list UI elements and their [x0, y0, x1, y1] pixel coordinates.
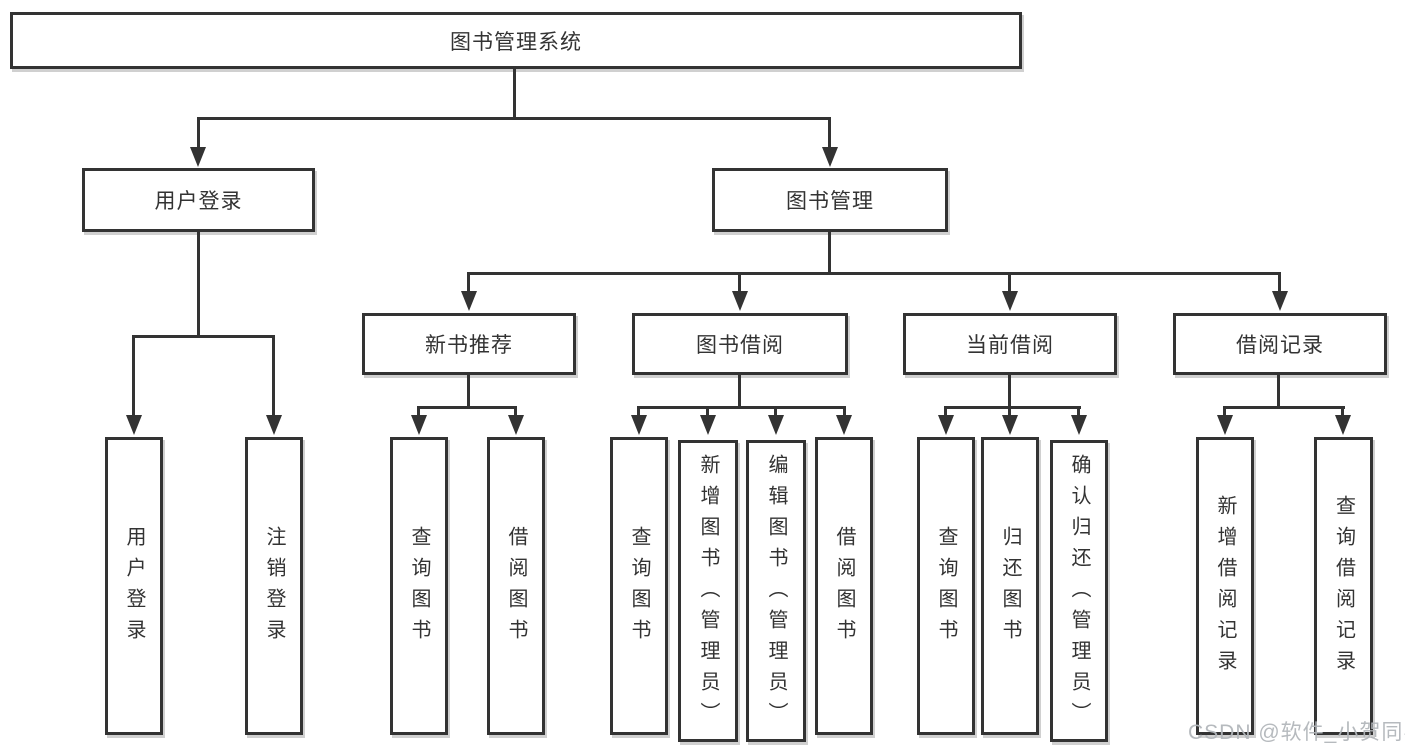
node-leaf-borrowing-borrow-books-label: 借阅图书 [833, 526, 855, 650]
node-leaf-edit-book-admin-label: 编辑图书（管理员） [765, 453, 787, 733]
arrowhead-icon [1217, 415, 1233, 435]
arrowhead-icon [461, 291, 477, 311]
node-leaf-confirm-return-admin-label: 确认归还（管理员） [1068, 453, 1090, 733]
edge-line [197, 117, 200, 151]
edge-line [132, 335, 135, 419]
node-leaf-user-login-label: 用户登录 [123, 526, 145, 650]
edge-line [706, 406, 709, 420]
edge-line [1008, 375, 1011, 406]
node-root: 图书管理系统 [10, 12, 1022, 69]
edge-line [1008, 272, 1011, 296]
arrowhead-icon [126, 415, 142, 435]
edge-line [1223, 406, 1226, 420]
edge-line [513, 68, 516, 118]
node-leaf-add-borrow-record-label: 新增借阅记录 [1214, 495, 1236, 681]
node-book-borrowing-label: 图书借阅 [696, 334, 784, 357]
edge-line [197, 117, 831, 120]
edge-line [467, 272, 470, 296]
csdn-watermark: CSDN @软件_小贺同学 [1188, 721, 1405, 744]
node-leaf-borrowing-query-books-label: 查询图书 [628, 526, 650, 650]
node-current-borrowing: 当前借阅 [903, 313, 1117, 375]
node-leaf-edit-book-admin: 编辑图书（管理员） [746, 440, 806, 742]
edge-line [272, 335, 275, 419]
node-book-borrowing: 图书借阅 [632, 313, 848, 375]
edge-line [637, 406, 846, 409]
edge-line [467, 375, 470, 406]
edge-line [417, 406, 517, 409]
arrowhead-icon [266, 415, 282, 435]
node-new-book-recommend-label: 新书推荐 [425, 334, 513, 357]
arrowhead-icon [1272, 291, 1288, 311]
node-leaf-borrowing-borrow-books: 借阅图书 [815, 437, 873, 735]
edge-line [738, 272, 741, 296]
arrowhead-icon [1071, 415, 1087, 435]
node-book-management-label: 图书管理 [786, 190, 874, 213]
edge-line [1008, 406, 1011, 420]
edge-line [738, 375, 741, 406]
arrowhead-icon [768, 415, 784, 435]
edge-line [637, 406, 640, 420]
node-book-management: 图书管理 [712, 168, 948, 232]
edge-line [514, 406, 517, 420]
node-leaf-newbook-borrow-books: 借阅图书 [487, 437, 545, 735]
edge-line [1341, 406, 1344, 420]
node-root-label: 图书管理系统 [450, 30, 582, 54]
edge-line [828, 232, 831, 272]
node-leaf-return-books: 归还图书 [981, 437, 1039, 735]
edge-line [828, 117, 831, 151]
edge-line [774, 406, 777, 420]
node-leaf-confirm-return-admin: 确认归还（管理员） [1050, 440, 1108, 742]
node-leaf-borrowing-query-books: 查询图书 [610, 437, 668, 735]
arrowhead-icon [938, 415, 954, 435]
arrowhead-icon [836, 415, 852, 435]
node-borrow-records-label: 借阅记录 [1236, 334, 1324, 357]
edge-line [1278, 272, 1281, 296]
edge-line [417, 406, 420, 420]
edge-line [1077, 406, 1080, 420]
node-new-book-recommend: 新书推荐 [362, 313, 576, 375]
edge-line [1277, 375, 1280, 406]
node-leaf-newbook-borrow-books-label: 借阅图书 [505, 526, 527, 650]
node-user-login-label: 用户登录 [154, 190, 243, 213]
arrowhead-icon [732, 291, 748, 311]
edge-line [132, 335, 274, 338]
arrowhead-icon [1002, 415, 1018, 435]
node-leaf-add-borrow-record: 新增借阅记录 [1196, 437, 1254, 735]
edge-line [944, 406, 1081, 409]
node-user-login: 用户登录 [82, 168, 315, 232]
node-leaf-newbook-query-books-label: 查询图书 [408, 526, 430, 650]
node-leaf-add-book-admin-label: 新增图书（管理员） [697, 453, 719, 733]
arrowhead-icon [411, 415, 427, 435]
arrowhead-icon [822, 147, 838, 167]
arrowhead-icon [1002, 291, 1018, 311]
node-borrow-records: 借阅记录 [1173, 313, 1387, 375]
edge-line [944, 406, 947, 420]
arrowhead-icon [508, 415, 524, 435]
node-leaf-newbook-query-books: 查询图书 [390, 437, 448, 735]
node-leaf-add-book-admin: 新增图书（管理员） [678, 440, 738, 742]
node-leaf-logout: 注销登录 [245, 437, 303, 735]
edge-line [197, 232, 200, 335]
edge-line [1223, 406, 1345, 409]
edge-line [843, 406, 846, 420]
node-leaf-current-query-books-label: 查询图书 [935, 526, 957, 650]
node-leaf-current-query-books: 查询图书 [917, 437, 975, 735]
node-leaf-user-login: 用户登录 [105, 437, 163, 735]
node-leaf-return-books-label: 归还图书 [999, 526, 1021, 650]
arrowhead-icon [190, 147, 206, 167]
node-current-borrowing-label: 当前借阅 [966, 334, 1054, 357]
edge-line [467, 272, 1281, 275]
arrowhead-icon [700, 415, 716, 435]
arrowhead-icon [1335, 415, 1351, 435]
node-leaf-logout-label: 注销登录 [263, 526, 285, 650]
arrowhead-icon [631, 415, 647, 435]
node-leaf-query-borrow-record-label: 查询借阅记录 [1332, 495, 1355, 681]
node-leaf-query-borrow-record: 查询借阅记录 [1314, 437, 1373, 735]
